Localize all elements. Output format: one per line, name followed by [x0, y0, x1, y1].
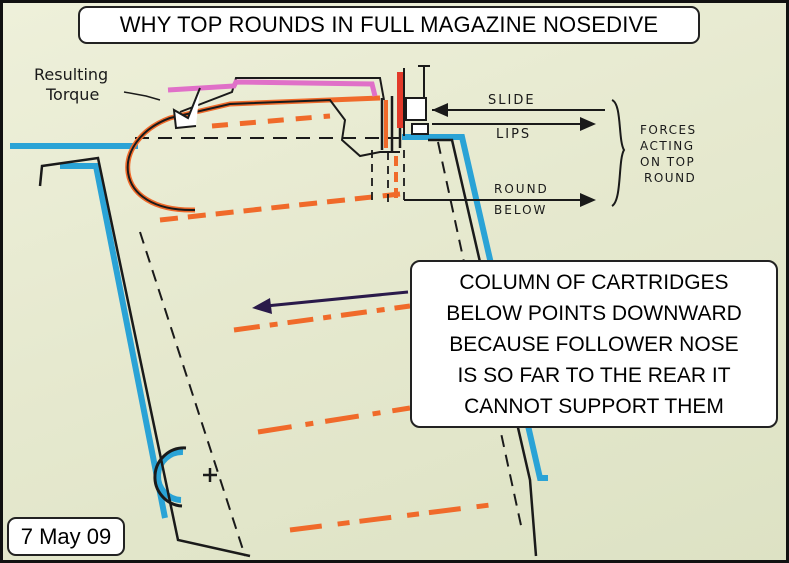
callout-line: IS SO FAR TO THE REAR IT	[457, 364, 731, 387]
callout-line: COLUMN OF CARTRIDGES	[459, 271, 729, 294]
annotation-below: BELOW	[494, 203, 547, 217]
round-below-force-arrowhead	[580, 193, 596, 207]
torque-arrow-icon	[172, 87, 201, 130]
cartridge-case-dashed-rear	[371, 150, 405, 205]
slide-force-arrowhead	[432, 103, 448, 117]
magazine-inner-left-dashed	[139, 231, 246, 557]
annotation-forces-3: ON TOP	[640, 155, 695, 169]
top-round-lower-dash	[159, 191, 401, 223]
diagram-title: WHY TOP ROUNDS IN FULL MAGAZINE NOSEDIVE	[119, 12, 659, 37]
title-box: WHY TOP ROUNDS IN FULL MAGAZINE NOSEDIVE	[78, 6, 700, 44]
callout-line: BELOW POINTS DOWNWARD	[446, 302, 742, 325]
annotation-forces-1: FORCES	[640, 123, 697, 137]
annotation-lips: LIPS	[496, 127, 531, 142]
date-box: 7 May 09	[7, 517, 125, 556]
cartridge-row-1	[233, 303, 411, 333]
callout-line: BECAUSE FOLLOWER NOSE	[449, 333, 739, 356]
annotation-slide: SLIDE	[488, 93, 536, 108]
magazine-inner-right-dashed	[437, 141, 523, 531]
annotation-resulting: Resulting	[34, 65, 108, 84]
annotation-round: ROUND	[494, 182, 549, 196]
top-round-outline	[126, 98, 400, 212]
annotation-forces-4: ROUND	[644, 171, 696, 185]
callout-pointer-arrow	[265, 290, 409, 308]
slide-outline	[179, 77, 385, 113]
slide-pink-edge	[167, 79, 378, 97]
annotation-torque: Torque	[45, 85, 99, 104]
magazine-left-wall	[38, 156, 251, 558]
mag-catch-notch	[153, 446, 187, 508]
mag-catch-pivot-plus	[203, 468, 217, 482]
cartridge-row-2	[257, 405, 411, 435]
slide-block	[405, 97, 427, 121]
cartridge-row-3	[289, 501, 499, 533]
top-round-upper-dash	[211, 113, 331, 129]
annotation-forces-2: ACTING	[640, 139, 695, 153]
torque-pointer-line	[123, 91, 161, 101]
date-label: 7 May 09	[20, 524, 112, 549]
callout-line: CANNOT SUPPORT THEM	[464, 395, 724, 418]
mag-catch-notch-blue	[155, 448, 184, 503]
callout-box: COLUMN OF CARTRIDGES BELOW POINTS DOWNWA…	[410, 260, 778, 428]
magazine-left-wall-blue	[10, 143, 168, 519]
callout-pointer-arrowhead	[252, 298, 272, 314]
lips-contact-point	[411, 123, 429, 135]
forces-bracket	[611, 99, 626, 207]
lips-force-arrowhead	[580, 117, 596, 131]
